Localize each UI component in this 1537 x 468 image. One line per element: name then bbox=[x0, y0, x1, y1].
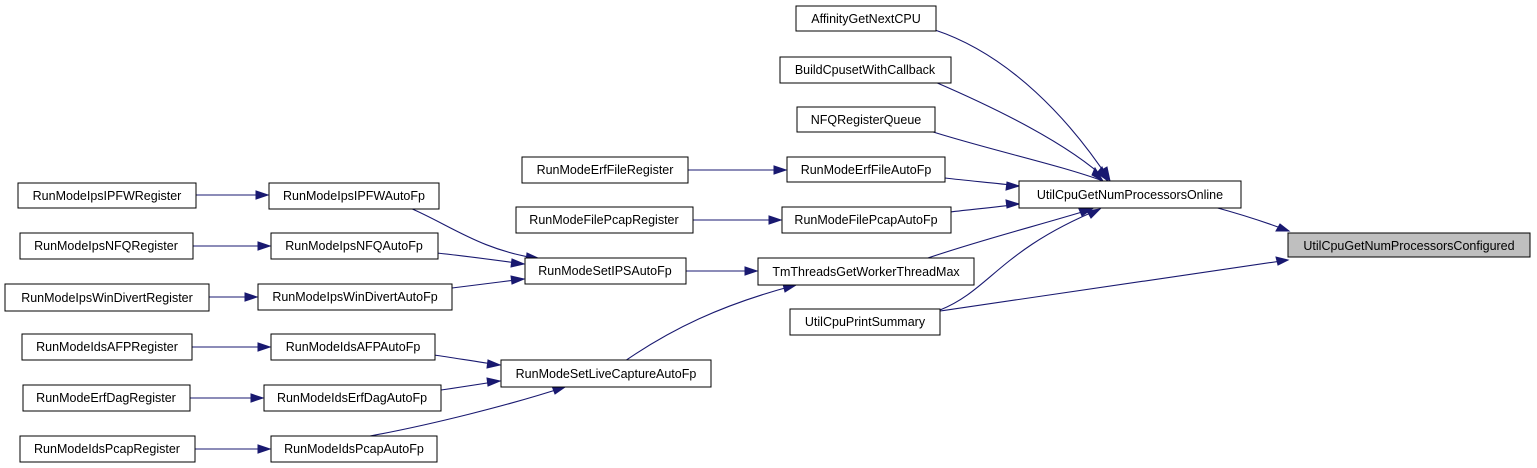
node-run-mode-ips-nfq-auto-fp[interactable]: RunModeIpsNFQAutoFp bbox=[270, 232, 439, 260]
edge-printsummary-to-online bbox=[939, 208, 1102, 311]
node-label: NFQRegisterQueue bbox=[811, 113, 922, 127]
node-label: RunModeIpsIPFWAutoFp bbox=[283, 189, 425, 203]
edge-nfqqueue-to-online bbox=[929, 130, 1105, 183]
edge-erffilereg-to-erffileauto bbox=[687, 165, 788, 175]
node-run-mode-erf-file-register[interactable]: RunModeErfFileRegister bbox=[521, 156, 689, 184]
node-run-mode-ips-nfq-register[interactable]: RunModeIpsNFQRegister bbox=[19, 232, 194, 260]
node-label: RunModeIdsPcapAutoFp bbox=[284, 442, 424, 456]
edge-ipfwreg-to-ipfwauto bbox=[196, 190, 270, 200]
node-run-mode-ids-afp-register[interactable]: RunModeIdsAFPRegister bbox=[21, 333, 193, 361]
node-run-mode-ips-ipfw-auto-fp[interactable]: RunModeIpsIPFWAutoFp bbox=[268, 182, 440, 210]
node-label: RunModeIpsNFQRegister bbox=[34, 239, 178, 253]
node-label: UtilCpuGetNumProcessorsConfigured bbox=[1303, 239, 1514, 253]
edge-setips-to-tmthreads bbox=[686, 266, 759, 276]
node-label: RunModeSetLiveCaptureAutoFp bbox=[516, 367, 697, 381]
node-label: RunModeIpsWinDivertAutoFp bbox=[272, 290, 437, 304]
edge-buildcpuset-to-online bbox=[934, 81, 1110, 183]
node-label: RunModeErfFileAutoFp bbox=[801, 163, 932, 177]
node-label: RunModeIdsAFPRegister bbox=[36, 340, 178, 354]
node-label: RunModeIdsErfDagAutoFp bbox=[277, 391, 427, 405]
node-label: RunModeIdsAFPAutoFp bbox=[286, 340, 421, 354]
edge-pcapreg-to-pcapauto bbox=[692, 215, 783, 225]
node-label: RunModeIpsWinDivertRegister bbox=[21, 291, 193, 305]
edge-affinity-to-online bbox=[934, 29, 1111, 183]
node-run-mode-ids-pcap-register[interactable]: RunModeIdsPcapRegister bbox=[19, 435, 196, 463]
node-label: UtilCpuPrintSummary bbox=[805, 315, 926, 329]
node-label: UtilCpuGetNumProcessorsOnline bbox=[1037, 188, 1223, 202]
node-label: RunModeIpsNFQAutoFp bbox=[285, 239, 423, 253]
node-run-mode-erf-file-auto-fp[interactable]: RunModeErfFileAutoFp bbox=[786, 156, 946, 183]
edge-afpauto-to-livecapture bbox=[433, 354, 502, 369]
edge-livecapture-to-tmthreads bbox=[624, 283, 798, 362]
node-nfq-register-queue[interactable]: NFQRegisterQueue bbox=[796, 106, 936, 133]
edges bbox=[190, 29, 1291, 454]
edge-nfqauto-to-setips bbox=[436, 252, 526, 268]
edge-erffileauto-to-online bbox=[944, 177, 1021, 191]
node-run-mode-erf-dag-register[interactable]: RunModeErfDagRegister bbox=[22, 384, 191, 412]
node-run-mode-ids-pcap-auto-fp[interactable]: RunModeIdsPcapAutoFp bbox=[270, 435, 438, 463]
edge-pcapidsauto-to-livecapture bbox=[369, 385, 567, 437]
node-util-cpu-get-num-processors-online[interactable]: UtilCpuGetNumProcessorsOnline bbox=[1018, 180, 1242, 209]
edge-erfdagreg-to-erfdagauto bbox=[190, 393, 265, 403]
node-tm-threads-get-worker-thread-max[interactable]: TmThreadsGetWorkerThreadMax bbox=[757, 257, 975, 286]
node-run-mode-ips-win-divert-auto-fp[interactable]: RunModeIpsWinDivertAutoFp bbox=[257, 283, 453, 311]
node-run-mode-set-ips-auto-fp[interactable]: RunModeSetIPSAutoFp bbox=[524, 257, 687, 285]
node-label: BuildCpusetWithCallback bbox=[795, 63, 936, 77]
edge-erfdagauto-to-livecapture bbox=[440, 377, 502, 391]
node-affinity-get-next-cpu[interactable]: AffinityGetNextCPU bbox=[795, 5, 937, 32]
edge-afpreg-to-afpauto bbox=[192, 342, 272, 352]
edge-pcapidsreg-to-pcapidsauto bbox=[195, 444, 272, 454]
node-label: RunModeFilePcapRegister bbox=[529, 213, 678, 227]
node-label: RunModeIpsIPFWRegister bbox=[33, 189, 182, 203]
node-build-cpuset-with-callback[interactable]: BuildCpusetWithCallback bbox=[779, 56, 952, 84]
node-label: RunModeFilePcapAutoFp bbox=[794, 213, 937, 227]
node-label: RunModeSetIPSAutoFp bbox=[538, 264, 671, 278]
edge-pcapauto-to-online bbox=[949, 199, 1021, 213]
node-run-mode-file-pcap-register[interactable]: RunModeFilePcapRegister bbox=[515, 206, 694, 234]
node-run-mode-ips-win-divert-register[interactable]: RunModeIpsWinDivertRegister bbox=[4, 283, 210, 312]
node-run-mode-ids-afp-auto-fp[interactable]: RunModeIdsAFPAutoFp bbox=[270, 333, 436, 361]
edge-printsummary-to-root bbox=[939, 256, 1290, 312]
nodes: UtilCpuGetNumProcessorsConfigured UtilCp… bbox=[4, 5, 1531, 463]
node-label: RunModeErfDagRegister bbox=[36, 391, 176, 405]
node-label: TmThreadsGetWorkerThreadMax bbox=[772, 265, 960, 279]
node-run-mode-file-pcap-auto-fp[interactable]: RunModeFilePcapAutoFp bbox=[781, 206, 952, 234]
node-label: RunModeIdsPcapRegister bbox=[34, 442, 180, 456]
edge-nfqreg-to-nfqauto bbox=[193, 241, 272, 251]
node-label: RunModeErfFileRegister bbox=[537, 163, 674, 177]
edge-online-to-root bbox=[1213, 206, 1291, 232]
node-run-mode-ids-erf-dag-auto-fp[interactable]: RunModeIdsErfDagAutoFp bbox=[263, 384, 442, 412]
node-label: AffinityGetNextCPU bbox=[811, 12, 921, 26]
node-run-mode-set-live-capture-auto-fp[interactable]: RunModeSetLiveCaptureAutoFp bbox=[500, 359, 712, 388]
node-util-cpu-print-summary[interactable]: UtilCpuPrintSummary bbox=[789, 308, 941, 336]
edge-windivertauto-to-setips bbox=[451, 275, 526, 289]
edge-windivertreg-to-windivertauto bbox=[209, 292, 259, 302]
node-util-cpu-get-num-processors-configured[interactable]: UtilCpuGetNumProcessorsConfigured bbox=[1287, 232, 1531, 258]
node-run-mode-ips-ipfw-register[interactable]: RunModeIpsIPFWRegister bbox=[17, 182, 197, 209]
